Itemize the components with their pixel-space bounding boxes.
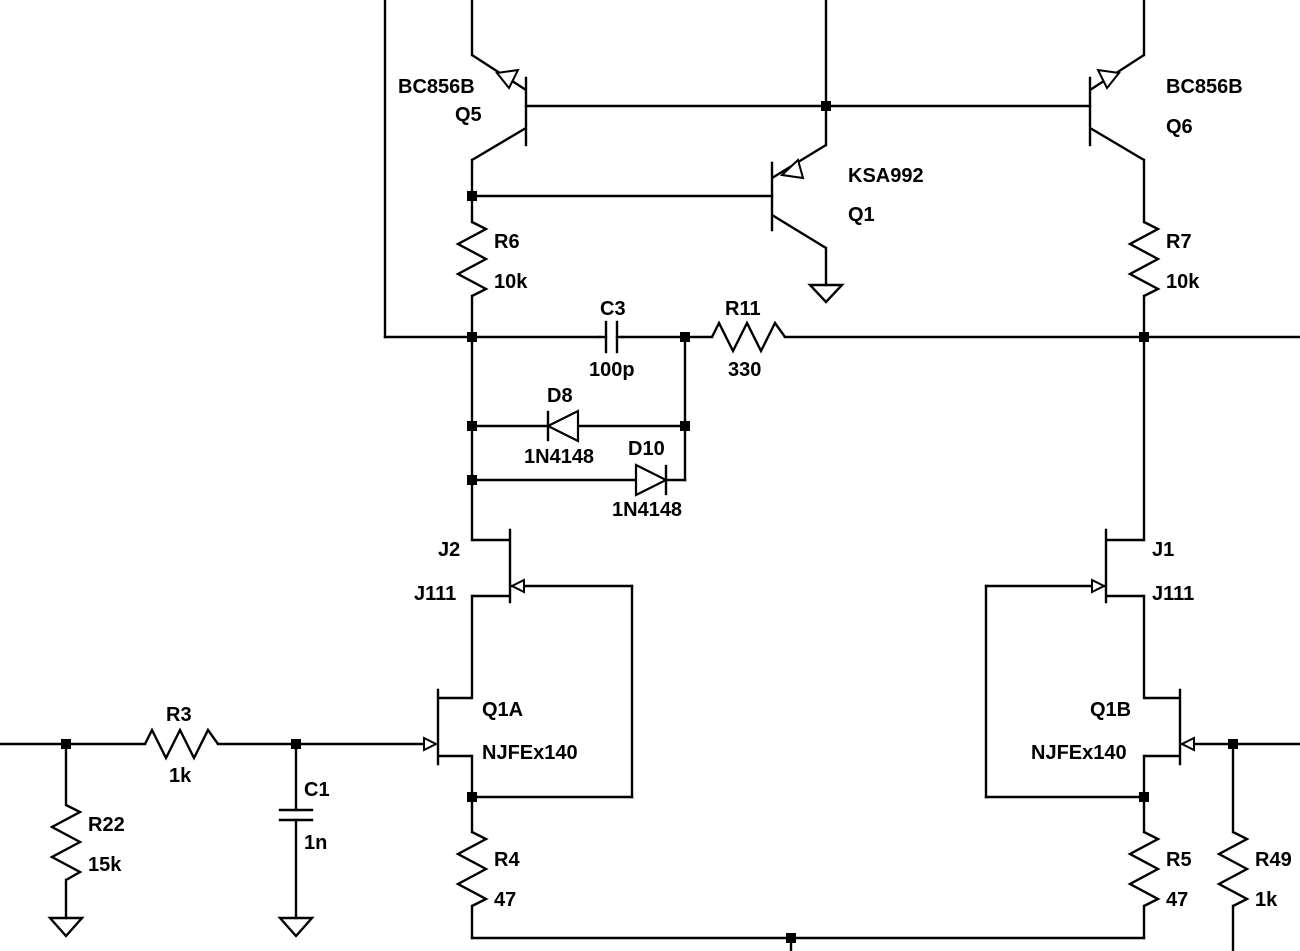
r22-value: 15k <box>88 854 122 876</box>
d8-part: 1N4148 <box>524 446 594 468</box>
resistor-r49: R49 1k <box>1216 830 1292 911</box>
q1-part: KSA992 <box>848 165 924 187</box>
r7-value: 10k <box>1166 271 1200 293</box>
q1b-ref: Q1B <box>1090 699 1131 721</box>
ground-icon <box>47 916 85 938</box>
diode-d10: D10 1N4148 <box>612 438 682 521</box>
resistor-r7: R7 10k <box>1127 220 1200 298</box>
q6-part: BC856B <box>1166 76 1243 98</box>
junctions <box>61 101 1238 943</box>
jfet-q1a: Q1A NJFEx140 <box>423 688 578 766</box>
jfet-j2: J2 J111 <box>414 528 525 605</box>
r49-value: 1k <box>1255 889 1278 911</box>
r6-value: 10k <box>494 271 528 293</box>
r49-ref: R49 <box>1255 849 1292 871</box>
resistor-r4: R4 47 <box>455 830 520 911</box>
resistor-r11: R11 330 <box>710 298 786 381</box>
d10-part: 1N4148 <box>612 499 682 521</box>
jfet-q1b: Q1B NJFEx140 <box>1031 688 1195 766</box>
j2-ref: J2 <box>438 539 460 561</box>
j1-part: J111 <box>1152 583 1194 605</box>
c1-ref: C1 <box>304 779 330 801</box>
d8-ref: D8 <box>547 385 573 407</box>
capacitor-c3: C3 100p <box>589 298 635 381</box>
q6-ref: Q6 <box>1166 116 1193 138</box>
r4-value: 47 <box>494 889 516 911</box>
q1a-part: NJFEx140 <box>482 742 578 764</box>
diode-d8: D8 1N4148 <box>524 385 594 468</box>
resistor-r6: R6 10k <box>455 220 528 298</box>
jfet-j1: J1 J111 <box>1091 528 1194 605</box>
d10-ref: D10 <box>628 438 665 460</box>
q1b-part: NJFEx140 <box>1031 742 1127 764</box>
c3-ref: C3 <box>600 298 626 320</box>
transistor-q1: KSA992 Q1 <box>770 143 924 250</box>
ground-icon <box>807 283 845 304</box>
ground-symbols <box>47 283 845 938</box>
ground-icon <box>277 916 315 938</box>
transistor-q5: BC856B Q5 <box>398 53 528 162</box>
r5-value: 47 <box>1166 889 1188 911</box>
j2-part: J111 <box>414 583 456 605</box>
c3-value: 100p <box>589 359 635 381</box>
q5-ref: Q5 <box>455 104 482 126</box>
resistor-r5: R5 47 <box>1127 830 1192 911</box>
r3-ref: R3 <box>166 704 192 726</box>
r4-ref: R4 <box>494 849 520 871</box>
r7-ref: R7 <box>1166 231 1192 253</box>
capacitor-c1: C1 1n <box>278 779 330 854</box>
r11-value: 330 <box>728 359 761 381</box>
c1-value: 1n <box>304 832 327 854</box>
transistor-q6: BC856B Q6 <box>1088 53 1243 162</box>
resistor-r22: R22 15k <box>49 803 125 882</box>
q1a-ref: Q1A <box>482 699 523 721</box>
q1-ref: Q1 <box>848 204 875 226</box>
resistor-r3: R3 1k <box>143 704 219 787</box>
r6-ref: R6 <box>494 231 520 253</box>
r3-value: 1k <box>169 765 192 787</box>
q5-part: BC856B <box>398 76 475 98</box>
r5-ref: R5 <box>1166 849 1192 871</box>
j1-ref: J1 <box>1152 539 1174 561</box>
r22-ref: R22 <box>88 814 125 836</box>
r11-ref: R11 <box>725 298 761 320</box>
